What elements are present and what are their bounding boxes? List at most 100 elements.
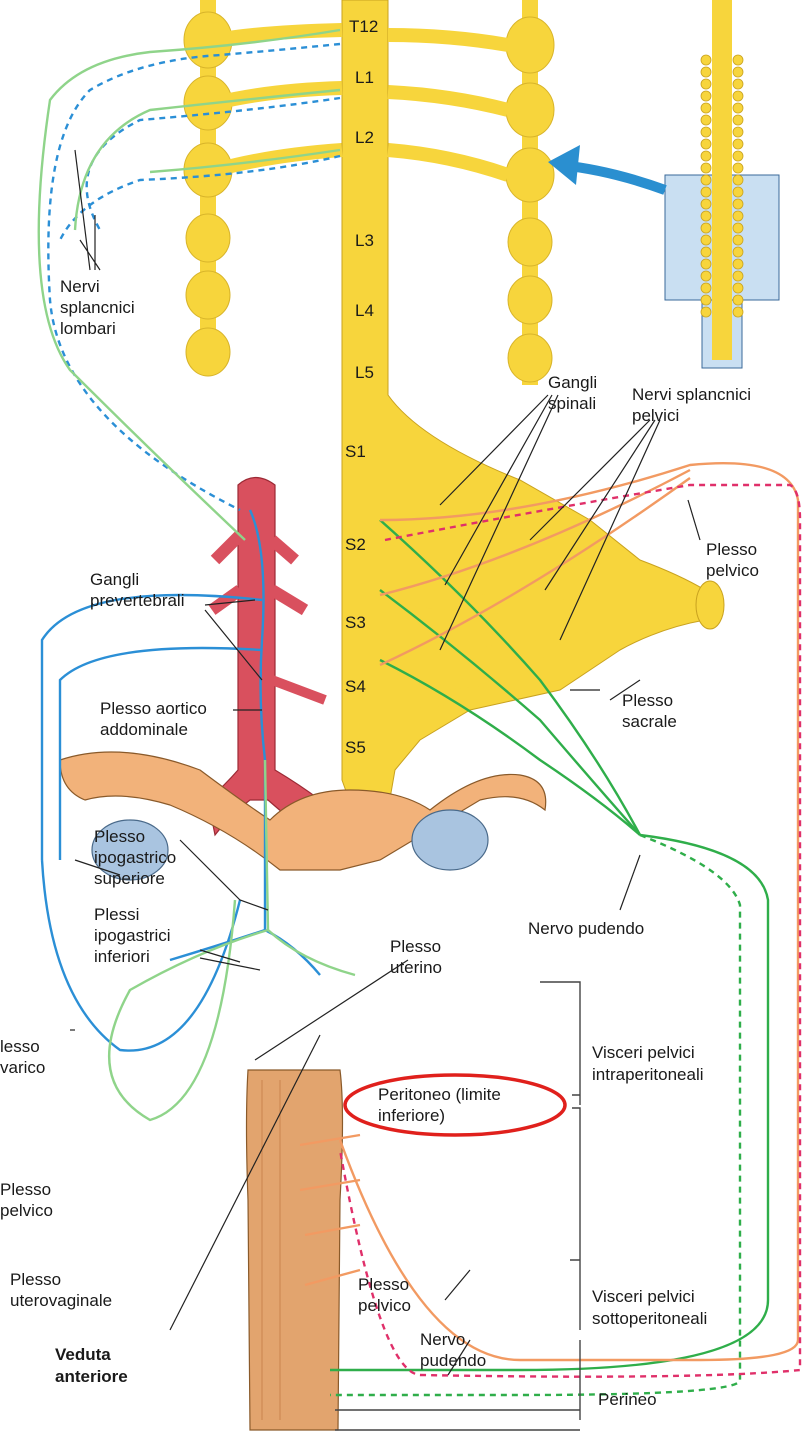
- segment-l5: L5: [355, 363, 374, 382]
- inset-ganglion: [733, 79, 743, 89]
- inset-ganglion: [701, 259, 711, 269]
- inset-ganglion: [701, 175, 711, 185]
- label-line: Visceri pelvici: [592, 1287, 695, 1306]
- label-line: Plesso: [94, 827, 145, 846]
- label-line: Gangli: [548, 373, 597, 392]
- label-plesso-sacrale: Plesso sacrale: [622, 691, 677, 731]
- inset-ganglion: [733, 139, 743, 149]
- label-nervo-pudendo-upper: Nervo pudendo: [528, 919, 644, 938]
- inset-ganglion: [733, 151, 743, 161]
- label-veduta-anteriore: Veduta anteriore: [55, 1345, 128, 1386]
- peritoneum-highlight: [345, 1075, 565, 1135]
- label-line: pelvico: [358, 1296, 411, 1315]
- inset-ganglion: [733, 67, 743, 77]
- label-line: intraperitoneali: [592, 1065, 704, 1084]
- inset-ganglion: [701, 55, 711, 65]
- inset-ganglion: [701, 91, 711, 101]
- inset-ganglion: [733, 235, 743, 245]
- label-line: ipogastrici: [94, 926, 171, 945]
- inset-ganglion: [701, 79, 711, 89]
- inset-ganglion: [701, 295, 711, 305]
- label-line: Nervo pudendo: [528, 919, 644, 938]
- inset-ganglion: [701, 187, 711, 197]
- label-plesso-uterovaginale: Plessouterovaginale: [10, 1270, 112, 1310]
- inset-ganglion: [701, 67, 711, 77]
- label-line: Veduta: [55, 1345, 111, 1364]
- inset-ganglion: [701, 139, 711, 149]
- inset-ganglion: [701, 163, 711, 173]
- inset-ganglion: [701, 199, 711, 209]
- label-line: Plesso: [622, 691, 673, 710]
- label-line: Plesso: [0, 1180, 51, 1199]
- label-line: Nervo: [420, 1330, 465, 1349]
- inset-ganglion: [733, 295, 743, 305]
- label-visceri-intraperitoneali: Visceri pelvici intraperitoneali: [592, 1043, 704, 1084]
- inset-ganglion: [733, 271, 743, 281]
- label-line: Plesso: [10, 1270, 61, 1289]
- inset-ganglion: [733, 187, 743, 197]
- label-perineo: Perineo: [598, 1390, 657, 1409]
- label-line: Peritoneo (limite: [378, 1085, 501, 1104]
- inset-ganglion: [733, 307, 743, 317]
- inset-ganglion: [733, 175, 743, 185]
- label-line: splancnici: [60, 298, 135, 317]
- label-line: Nervi: [60, 277, 100, 296]
- label-line: pelvico: [706, 561, 759, 580]
- inset-ganglion: [701, 247, 711, 257]
- inset-ganglion: [733, 91, 743, 101]
- label-line: sacrale: [622, 712, 677, 731]
- label-line: addominale: [100, 720, 188, 739]
- inset-ganglion: [701, 103, 711, 113]
- label-line: inferiori: [94, 947, 150, 966]
- label-line: ipogastrico: [94, 848, 176, 867]
- label-line: superiore: [94, 869, 165, 888]
- inset-ganglion: [733, 127, 743, 137]
- label-line: Plesso aortico: [100, 699, 207, 718]
- segment-s4: S4: [345, 677, 366, 696]
- segment-s2: S2: [345, 535, 366, 554]
- segment-l3: L3: [355, 231, 374, 250]
- segment-s5: S5: [345, 738, 366, 757]
- label-line: Perineo: [598, 1390, 657, 1409]
- inset-ganglion: [701, 307, 711, 317]
- inset-ganglion: [733, 103, 743, 113]
- label-plessi-ipogastrici-inferiori: Plessi ipogastrici inferiori: [94, 905, 171, 966]
- inset-ganglion: [701, 127, 711, 137]
- segment-l1: L1: [355, 68, 374, 87]
- label-line: Plessi: [94, 905, 139, 924]
- label-visceri-sottoperitoneali: Visceri pelvici sottoperitoneali: [592, 1287, 707, 1328]
- label-nervi-splancnici-lombari: Nervi splancnici lombari: [60, 277, 135, 338]
- segment-s1: S1: [345, 442, 366, 461]
- inset-cord-overview: [548, 0, 779, 368]
- label-line: sottoperitoneali: [592, 1309, 707, 1328]
- inset-ganglion: [733, 259, 743, 269]
- label-line: varico: [0, 1058, 45, 1077]
- inset-ganglion: [701, 283, 711, 293]
- label-line: anteriore: [55, 1367, 128, 1386]
- inset-ganglion: [733, 223, 743, 233]
- label-line: Nervi splancnici: [632, 385, 751, 404]
- label-plesso-pelvico-left: Plesso pelvico: [0, 1180, 53, 1220]
- label-line: lombari: [60, 319, 116, 338]
- label-line: Visceri pelvici: [592, 1043, 695, 1062]
- inset-ganglion: [701, 151, 711, 161]
- inset-ganglion: [701, 211, 711, 221]
- inset-ganglion: [733, 115, 743, 125]
- label-line: uterino: [390, 958, 442, 977]
- label-line: pelvico: [0, 1201, 53, 1220]
- inset-ganglion: [733, 199, 743, 209]
- inset-ganglion: [733, 55, 743, 65]
- sympathetic-pathways: [42, 44, 340, 1051]
- inset-ganglion: [701, 235, 711, 245]
- label-line: lesso: [0, 1037, 40, 1056]
- inset-ganglion: [733, 211, 743, 221]
- label-line: Plesso: [390, 937, 441, 956]
